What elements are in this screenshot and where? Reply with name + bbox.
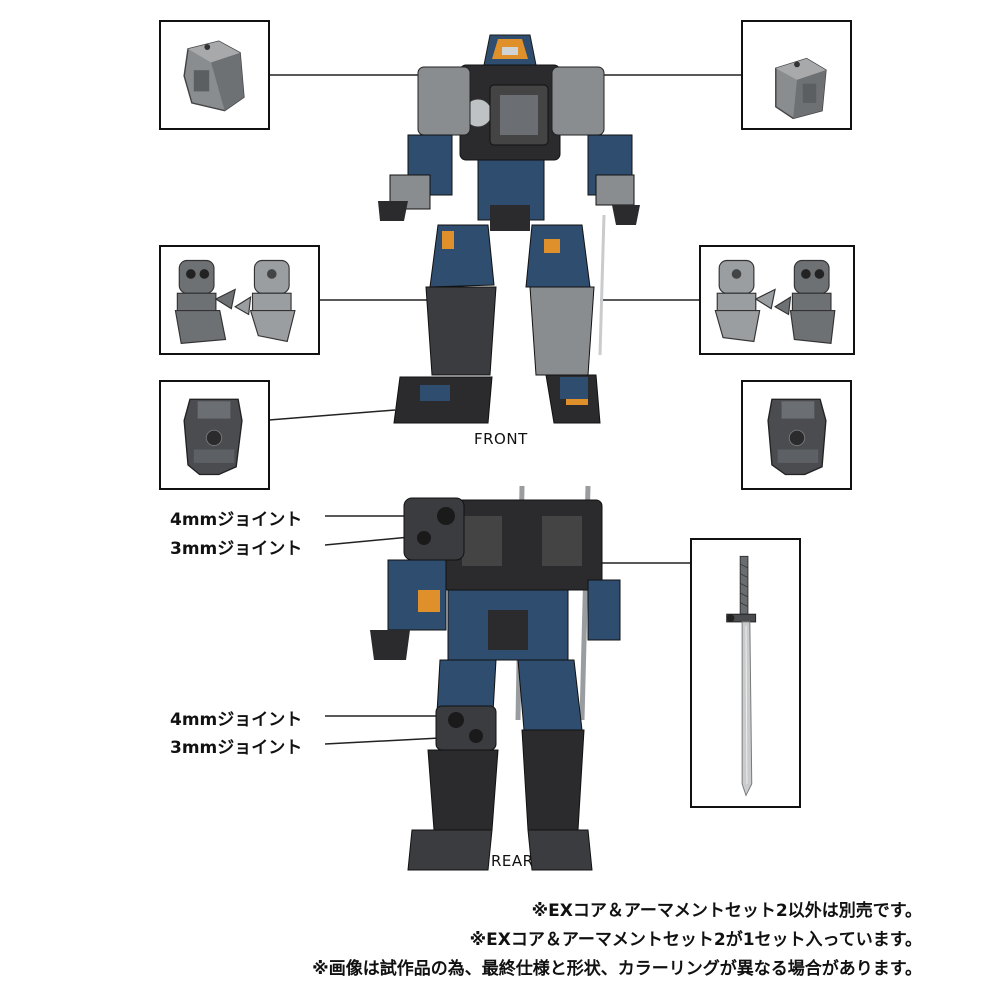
joint-label-lower-4mm: 4mmジョイント xyxy=(170,710,303,730)
disclaimer-notes: ※EXコア＆アーマメントセット2以外は別売です。 ※EXコア＆アーマメントセット… xyxy=(312,897,922,984)
shoulder-armor-part-icon xyxy=(775,57,827,120)
front-view-label: FRONT xyxy=(474,430,528,448)
sword-part-box xyxy=(690,538,801,808)
note-line-2: ※EXコア＆アーマメントセット2が1セット入っています。 xyxy=(469,930,922,950)
robot-front-figure xyxy=(360,25,660,430)
foot-part-right-box xyxy=(741,380,852,490)
hand-parts-right-box xyxy=(699,245,855,355)
hand-parts-icon xyxy=(714,259,836,344)
shoulder-armor-part-icon xyxy=(183,40,245,112)
robot-rear-figure xyxy=(352,480,622,875)
note-line-1: ※EXコア＆アーマメントセット2以外は別売です。 xyxy=(531,901,922,921)
shoulder-armor-left-box xyxy=(159,20,270,130)
hand-parts-left-box xyxy=(159,245,320,355)
foot-part-icon xyxy=(183,398,243,476)
foot-part-left-box xyxy=(159,380,270,490)
joint-label-lower-3mm: 3mmジョイント xyxy=(170,738,303,758)
hand-parts-icon xyxy=(174,259,296,344)
joint-label-upper-3mm: 3mmジョイント xyxy=(170,539,303,559)
joint-label-upper-4mm: 4mmジョイント xyxy=(170,510,303,530)
note-line-3: ※画像は試作品の為、最終仕様と形状、カラーリングが異なる場合があります。 xyxy=(312,959,922,979)
shoulder-armor-right-box xyxy=(741,20,852,130)
sword-icon xyxy=(726,555,757,797)
foot-part-icon xyxy=(767,398,827,476)
rear-view-label: REAR xyxy=(491,852,534,870)
